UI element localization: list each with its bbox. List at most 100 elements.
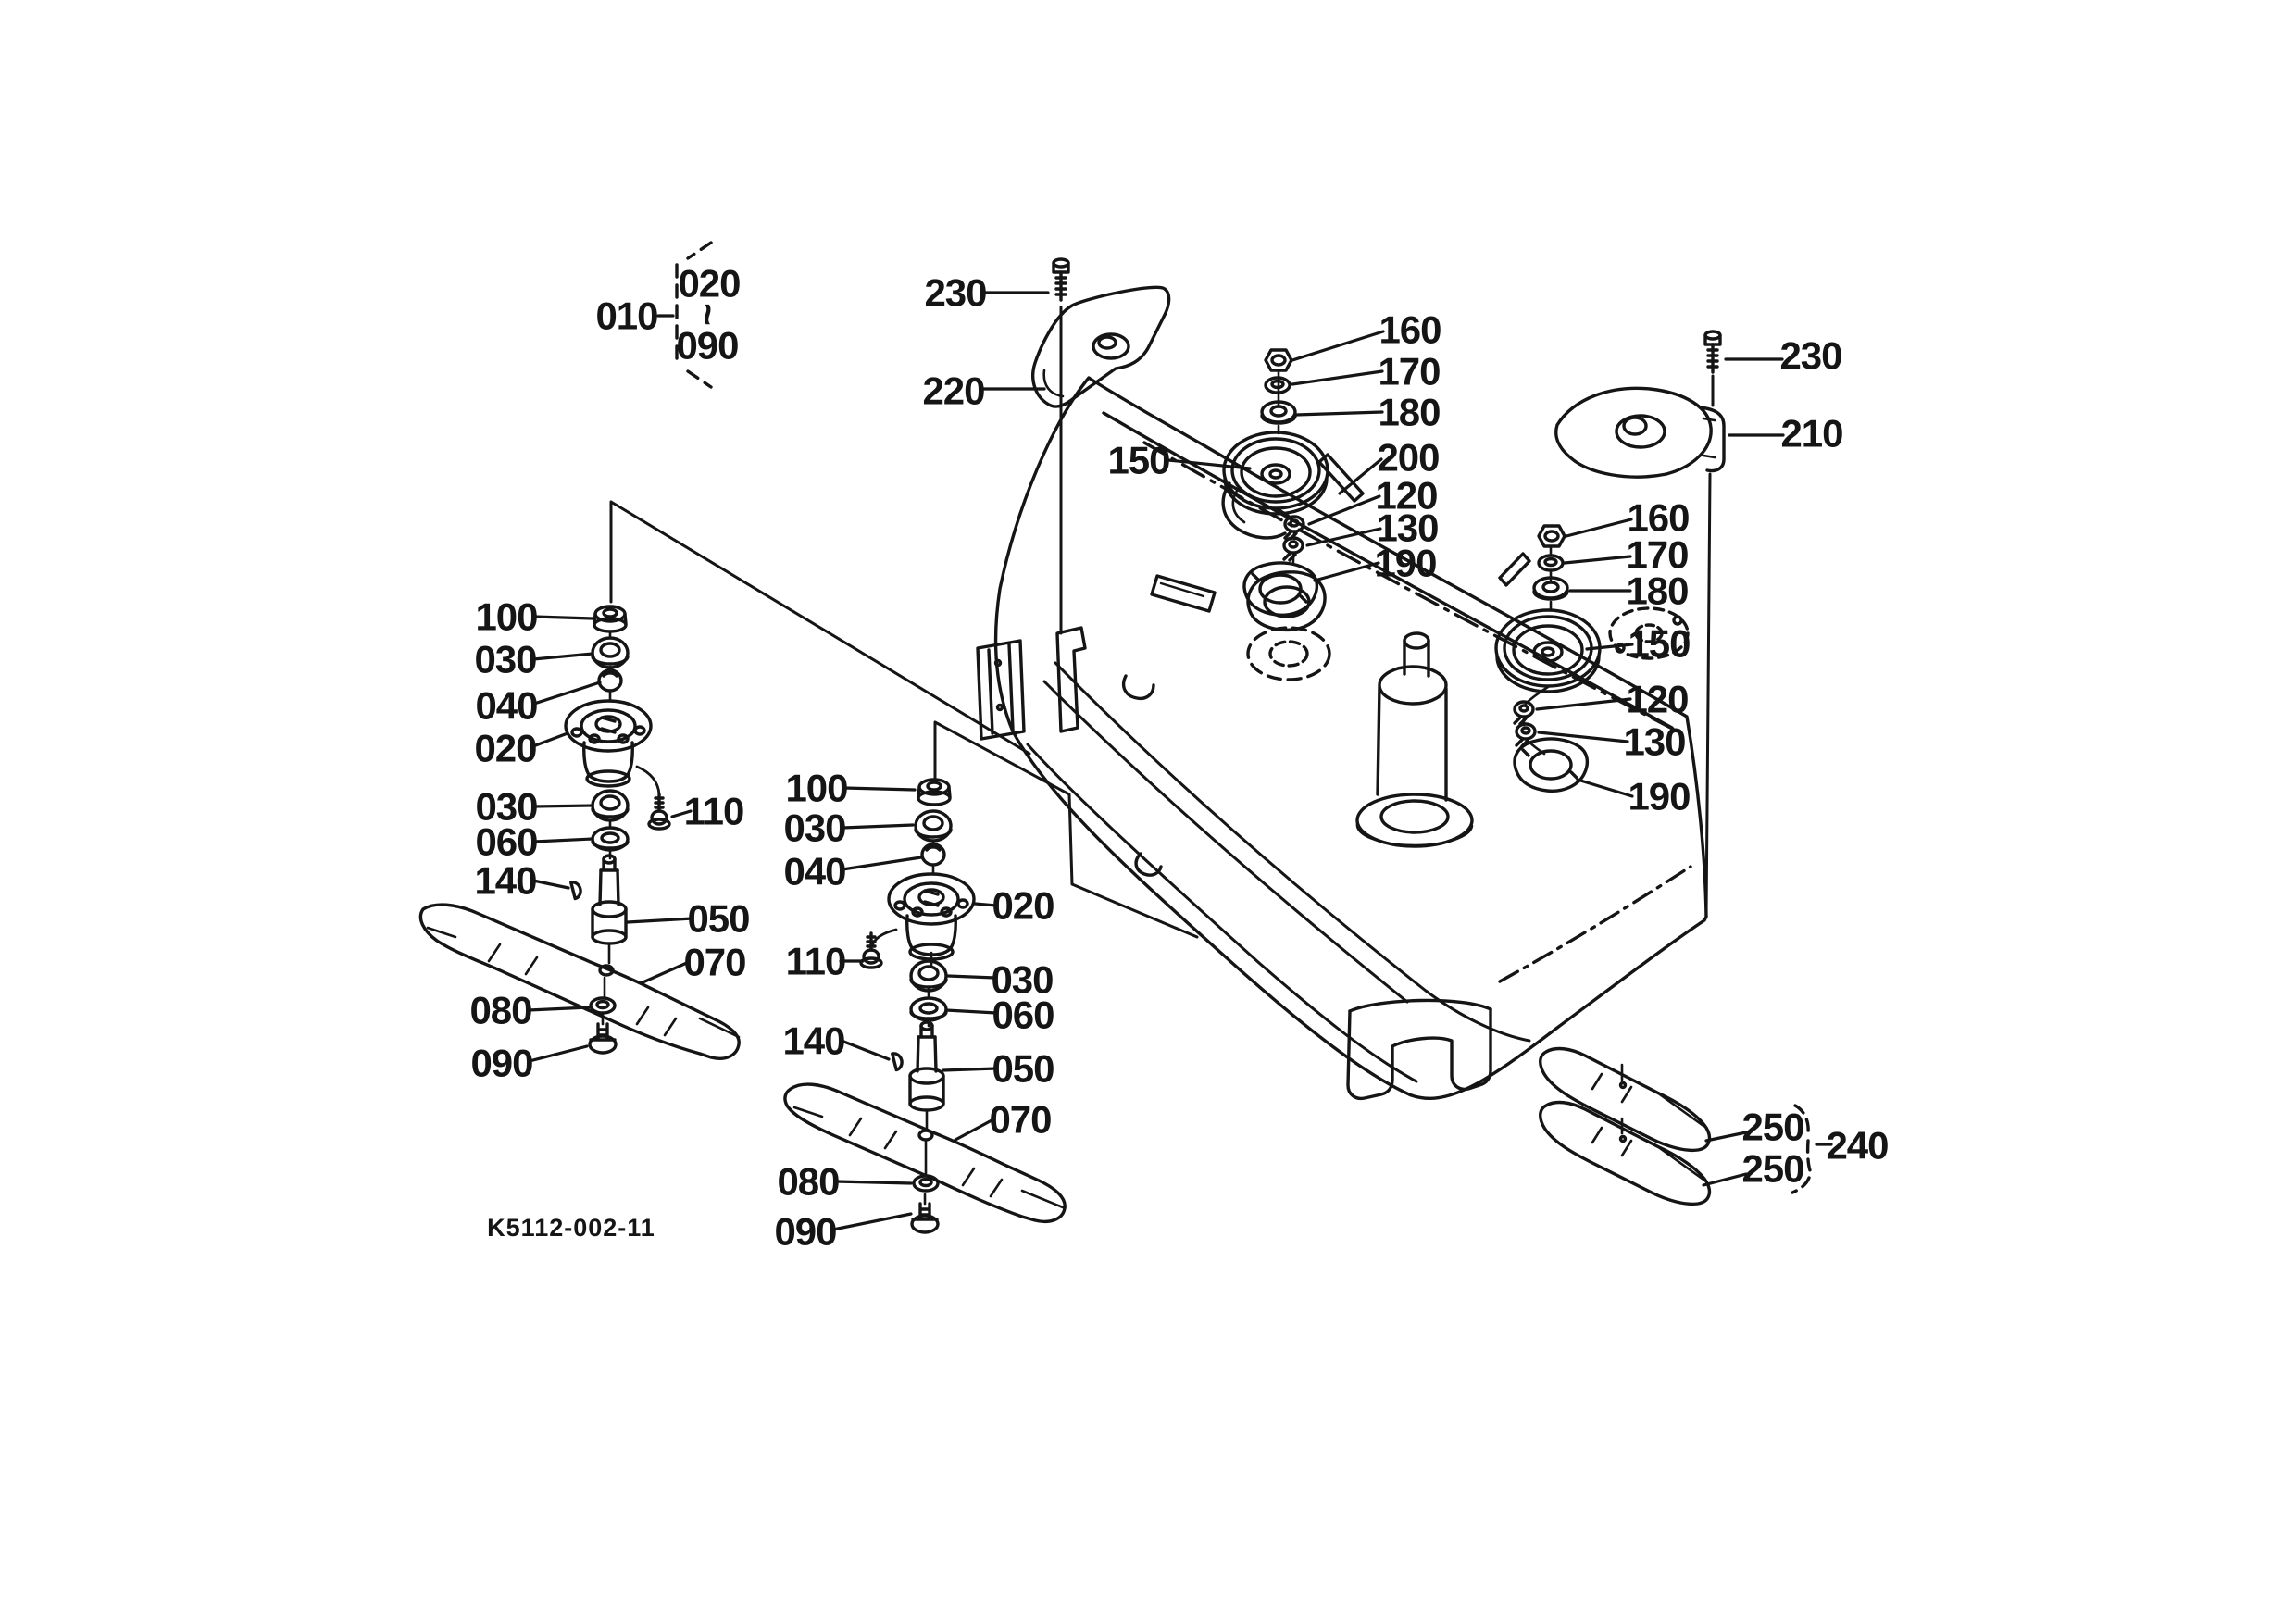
washer-170-right <box>1537 554 1565 572</box>
bolt-090-middle <box>910 1202 940 1234</box>
screw-230-right <box>1703 330 1722 374</box>
leader-080 <box>834 1180 913 1185</box>
cap-100-left <box>593 605 628 633</box>
bolt-090-left <box>588 1022 618 1055</box>
leader-090 <box>831 1212 913 1231</box>
callout-030: 030 <box>991 958 1053 1002</box>
leader-060 <box>532 837 594 843</box>
spindle-column-left <box>418 605 741 1060</box>
leader-110 <box>670 809 693 818</box>
callout-240: 240 <box>1826 1124 1888 1168</box>
callout-180: 180 <box>1626 569 1688 613</box>
callout-030: 030 <box>474 638 536 681</box>
leader-160 <box>1291 330 1385 362</box>
callout-~: ~ <box>687 303 730 325</box>
pulley-150-right <box>1494 608 1602 693</box>
bearing-030-left-upper <box>591 636 630 669</box>
leader-140 <box>840 1039 891 1061</box>
bolt-120-center <box>1283 515 1305 541</box>
leader-lines <box>527 291 1833 1231</box>
deck-left-channel-bracket <box>976 639 1026 741</box>
cap-100-middle <box>917 778 952 806</box>
leader-120 <box>1307 494 1381 526</box>
callout-210: 210 <box>1780 412 1842 456</box>
deck-step-bracket <box>1055 626 1087 733</box>
exploded-view-lines <box>601 306 1715 1206</box>
screw-110-left-link <box>635 765 661 796</box>
callout-020: 020 <box>992 884 1054 928</box>
callout-250: 250 <box>1741 1106 1803 1149</box>
deck-skirt-inner <box>1026 743 1418 1083</box>
callout-230: 230 <box>924 271 986 315</box>
nut-160-center <box>1264 348 1293 372</box>
callout-120: 120 <box>1626 678 1688 721</box>
callout-060: 060 <box>992 993 1054 1037</box>
middle-window-line <box>933 720 1199 939</box>
callout-110: 110 <box>684 790 744 833</box>
bracket-220 <box>1031 285 1171 408</box>
leader-100 <box>842 786 917 792</box>
bolt-130-center <box>1282 536 1304 562</box>
key-140-middle <box>890 1050 905 1072</box>
blade-250-upper <box>1539 1046 1712 1153</box>
deck-sweep-line-1 <box>1054 661 1531 1043</box>
washer-180-center <box>1260 400 1297 425</box>
deck-sweep-line-2 <box>1042 680 1409 1004</box>
callout-160: 160 <box>1627 496 1689 540</box>
callout-220: 220 <box>922 369 984 413</box>
callout-150: 150 <box>1628 622 1690 666</box>
leader-250 <box>1704 1131 1748 1143</box>
callout-120: 120 <box>1375 474 1437 518</box>
washer-080-left <box>589 996 617 1015</box>
key-140-left <box>568 879 584 901</box>
leader-060 <box>944 1008 998 1015</box>
blade-070-middle <box>783 1082 1067 1224</box>
deck-front-bracket <box>1346 998 1492 1101</box>
screw-110-left <box>647 793 671 831</box>
callout-250: 250 <box>1741 1147 1803 1191</box>
callout-020: 020 <box>474 727 536 770</box>
callout-010: 010 <box>595 294 657 338</box>
figure-code: K5112-002-11 <box>487 1214 655 1242</box>
leader-170 <box>1291 369 1384 386</box>
bolt-120-right <box>1513 700 1535 726</box>
deck-hook-tab <box>1134 852 1163 877</box>
leader-100 <box>532 615 594 620</box>
idler-stack-right <box>1494 524 1602 793</box>
callout-050: 050 <box>992 1047 1054 1091</box>
blade-kit-brace <box>1791 1104 1812 1194</box>
leader-140 <box>531 879 570 890</box>
housing-020-left <box>564 699 653 788</box>
callout-100: 100 <box>785 767 847 810</box>
housing-020-middle <box>887 872 976 961</box>
deck-middle-spindle-mount <box>1246 570 1331 681</box>
callout-020: 020 <box>678 262 740 306</box>
shaft-050-left <box>591 854 628 945</box>
callout-170: 170 <box>1626 533 1688 577</box>
callout-060: 060 <box>475 820 537 864</box>
rod-right <box>1498 552 1531 587</box>
washer-180-right <box>1532 576 1569 601</box>
leader-120 <box>1535 697 1632 711</box>
callout-170: 170 <box>1378 350 1440 394</box>
leader-020 <box>973 902 998 907</box>
assembly-group-brace <box>675 241 713 389</box>
cover-210 <box>1554 386 1726 479</box>
deck-top-slot <box>1150 574 1217 613</box>
idler-stack-center <box>1222 348 1365 618</box>
callout-090: 090 <box>470 1042 532 1085</box>
leader-250 <box>1702 1172 1748 1187</box>
deck-right-dashdot <box>1498 865 1692 983</box>
leader-030 <box>946 974 997 980</box>
callout-050: 050 <box>687 897 749 941</box>
bearing-030-middle-upper <box>914 809 953 843</box>
shaft-050-middle <box>908 1020 945 1112</box>
leader-130 <box>1305 527 1382 547</box>
callout-080: 080 <box>777 1160 839 1204</box>
spacer-040-middle <box>920 843 946 867</box>
leader-020 <box>531 731 569 748</box>
callout-070: 070 <box>683 941 745 984</box>
leader-150 <box>1585 643 1634 651</box>
screw-230-left <box>1052 257 1070 302</box>
callout-030: 030 <box>475 785 537 829</box>
